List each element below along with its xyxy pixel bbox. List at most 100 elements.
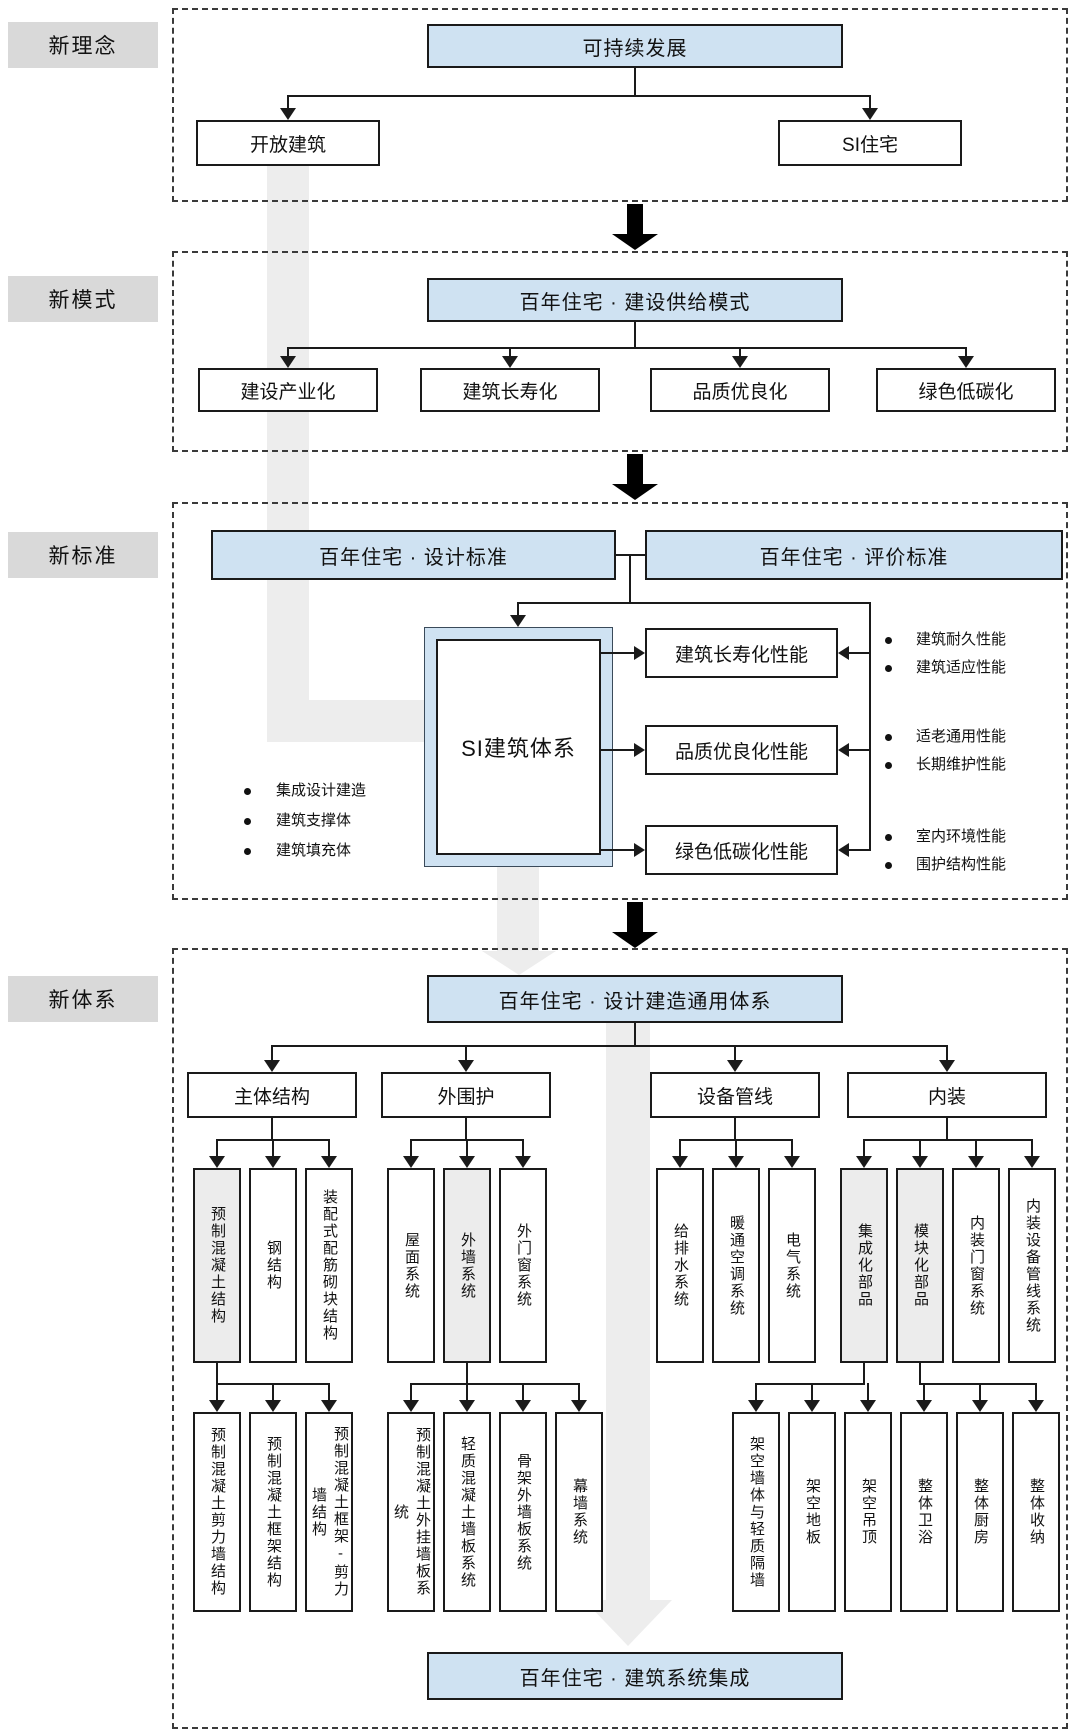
connector <box>755 1383 865 1385</box>
connector <box>522 1383 524 1400</box>
model-item-label: 建筑长寿化 <box>462 381 558 403</box>
performance-label: 绿色低碳化性能 <box>674 841 808 863</box>
arrowhead-down <box>321 1156 337 1168</box>
section-arrow-1-stem <box>627 204 643 234</box>
connector <box>734 1118 736 1140</box>
tier1-plumbing-system: 给排水系统 <box>656 1168 704 1363</box>
bullet-item: 集成设计建造 <box>276 782 367 799</box>
section-arrow-2-head <box>612 484 658 500</box>
side-label-new-concept: 新理念 <box>8 22 158 68</box>
connector <box>465 1045 467 1060</box>
connector <box>849 652 870 654</box>
connector <box>811 1383 813 1400</box>
connector <box>287 95 289 109</box>
tier2-label: 预制混凝土外挂墙板系统 <box>392 1427 431 1597</box>
section-new-standard <box>172 502 1068 900</box>
bullet-item: 室内环境性能 <box>916 828 1007 845</box>
arrowhead-down <box>912 1156 928 1168</box>
connector <box>287 347 289 357</box>
arrowhead-down <box>958 356 974 368</box>
arrowhead-down <box>856 1156 872 1168</box>
arrowhead-down <box>1028 1400 1044 1412</box>
connector <box>271 1045 948 1047</box>
arrowhead-down <box>860 1400 876 1412</box>
side-label-text: 新理念 <box>48 35 118 58</box>
connector <box>863 1363 865 1384</box>
category-envelope-box: 外围护 <box>381 1072 551 1118</box>
arrowhead-down <box>939 1060 955 1072</box>
tier1-label: 内装门窗系统 <box>968 1214 985 1317</box>
connector <box>216 1139 218 1156</box>
arrowhead-down <box>727 1060 743 1072</box>
flow-band-si-arrowhead <box>482 951 556 975</box>
tier1-steel-structure: 钢结构 <box>249 1168 297 1363</box>
flow-band-concept-vertical <box>267 166 309 742</box>
connector <box>328 1139 330 1156</box>
evaluation-standard-label: 百年住宅 · 评价标准 <box>759 546 949 569</box>
tier1-label: 预制混凝土结构 <box>209 1206 226 1325</box>
bullet-item: 建筑耐久性能 <box>916 631 1007 648</box>
arrowhead-down <box>280 356 296 368</box>
tier1-integrated-parts: 集成化部品 <box>840 1168 888 1363</box>
tier2-label: 架空墙体与轻质隔墙 <box>748 1435 765 1589</box>
connector <box>466 1139 468 1156</box>
bullet-dot <box>885 637 892 644</box>
section-arrow-3-head <box>612 932 658 948</box>
tier2-label: 轻质混凝土墙板系统 <box>459 1435 476 1589</box>
performance-longevity-box: 建筑长寿化性能 <box>645 628 838 678</box>
section-arrow-1-head <box>612 234 658 250</box>
design-standard-header-box: 百年住宅 · 设计标准 <box>211 530 616 580</box>
tier1-precast-concrete: 预制混凝土结构 <box>193 1168 241 1363</box>
connector <box>1035 1383 1037 1400</box>
tier2-label: 预制混凝土框架结构 <box>265 1435 282 1589</box>
connector <box>509 347 511 357</box>
category-interior-box: 内装 <box>847 1072 1047 1118</box>
tier1-interior-window-system: 内装门窗系统 <box>952 1168 1000 1363</box>
tier2-label: 骨架外墙板系统 <box>515 1452 532 1572</box>
connector <box>466 1363 468 1384</box>
arrowhead-down <box>732 356 748 368</box>
arrowhead-down <box>748 1400 764 1412</box>
connector <box>791 1139 793 1156</box>
arrowhead-down <box>459 1156 475 1168</box>
tier1-label: 外墙系统 <box>459 1231 476 1300</box>
tier2-label: 整体收纳 <box>1028 1478 1045 1546</box>
connector <box>849 749 870 751</box>
model-item-label: 建设产业化 <box>240 381 336 403</box>
connector <box>271 1118 273 1140</box>
bullet-item: 建筑适应性能 <box>916 659 1007 676</box>
connector <box>272 1139 274 1156</box>
arrowhead-left <box>838 743 849 757</box>
tier2-unit-storage: 整体收纳 <box>1012 1412 1060 1612</box>
arrowhead-down <box>403 1400 419 1412</box>
category-mep-box: 设备管线 <box>650 1072 820 1118</box>
tier2-label: 预制混凝土剪力墙结构 <box>209 1427 226 1597</box>
tier2-frame-structure: 预制混凝土框架结构 <box>249 1412 297 1612</box>
side-label-text: 新模式 <box>48 289 118 312</box>
si-building-system-label: SI建筑体系 <box>461 736 576 761</box>
connector <box>919 1363 921 1384</box>
connector <box>601 652 635 654</box>
tier1-label: 屋面系统 <box>403 1231 420 1300</box>
bullet-item: 建筑填充体 <box>276 842 352 859</box>
tier1-label: 内装设备管线系统 <box>1024 1197 1041 1334</box>
arrowhead-right <box>634 646 645 660</box>
connector <box>216 1363 218 1384</box>
tier1-label: 模块化部品 <box>912 1223 929 1308</box>
connector <box>271 1045 273 1060</box>
arrowhead-down <box>728 1156 744 1168</box>
tier2-label: 整体卫浴 <box>916 1478 933 1546</box>
tier1-label: 外门窗系统 <box>515 1223 532 1308</box>
arrowhead-down <box>321 1400 337 1412</box>
bullet-item: 适老通用性能 <box>916 728 1007 745</box>
connector <box>739 347 741 357</box>
performance-label: 品质优良化性能 <box>674 741 808 763</box>
flow-band-concept-horizontal <box>267 700 424 742</box>
model-item-green: 绿色低碳化 <box>876 368 1056 412</box>
bullet-dot <box>244 818 251 825</box>
connector <box>465 1118 467 1140</box>
arrowhead-down <box>862 108 878 120</box>
tier1-hvac-system: 暖通空调系统 <box>712 1168 760 1363</box>
connector <box>634 1023 636 1046</box>
model-item-longevity: 建筑长寿化 <box>420 368 600 412</box>
